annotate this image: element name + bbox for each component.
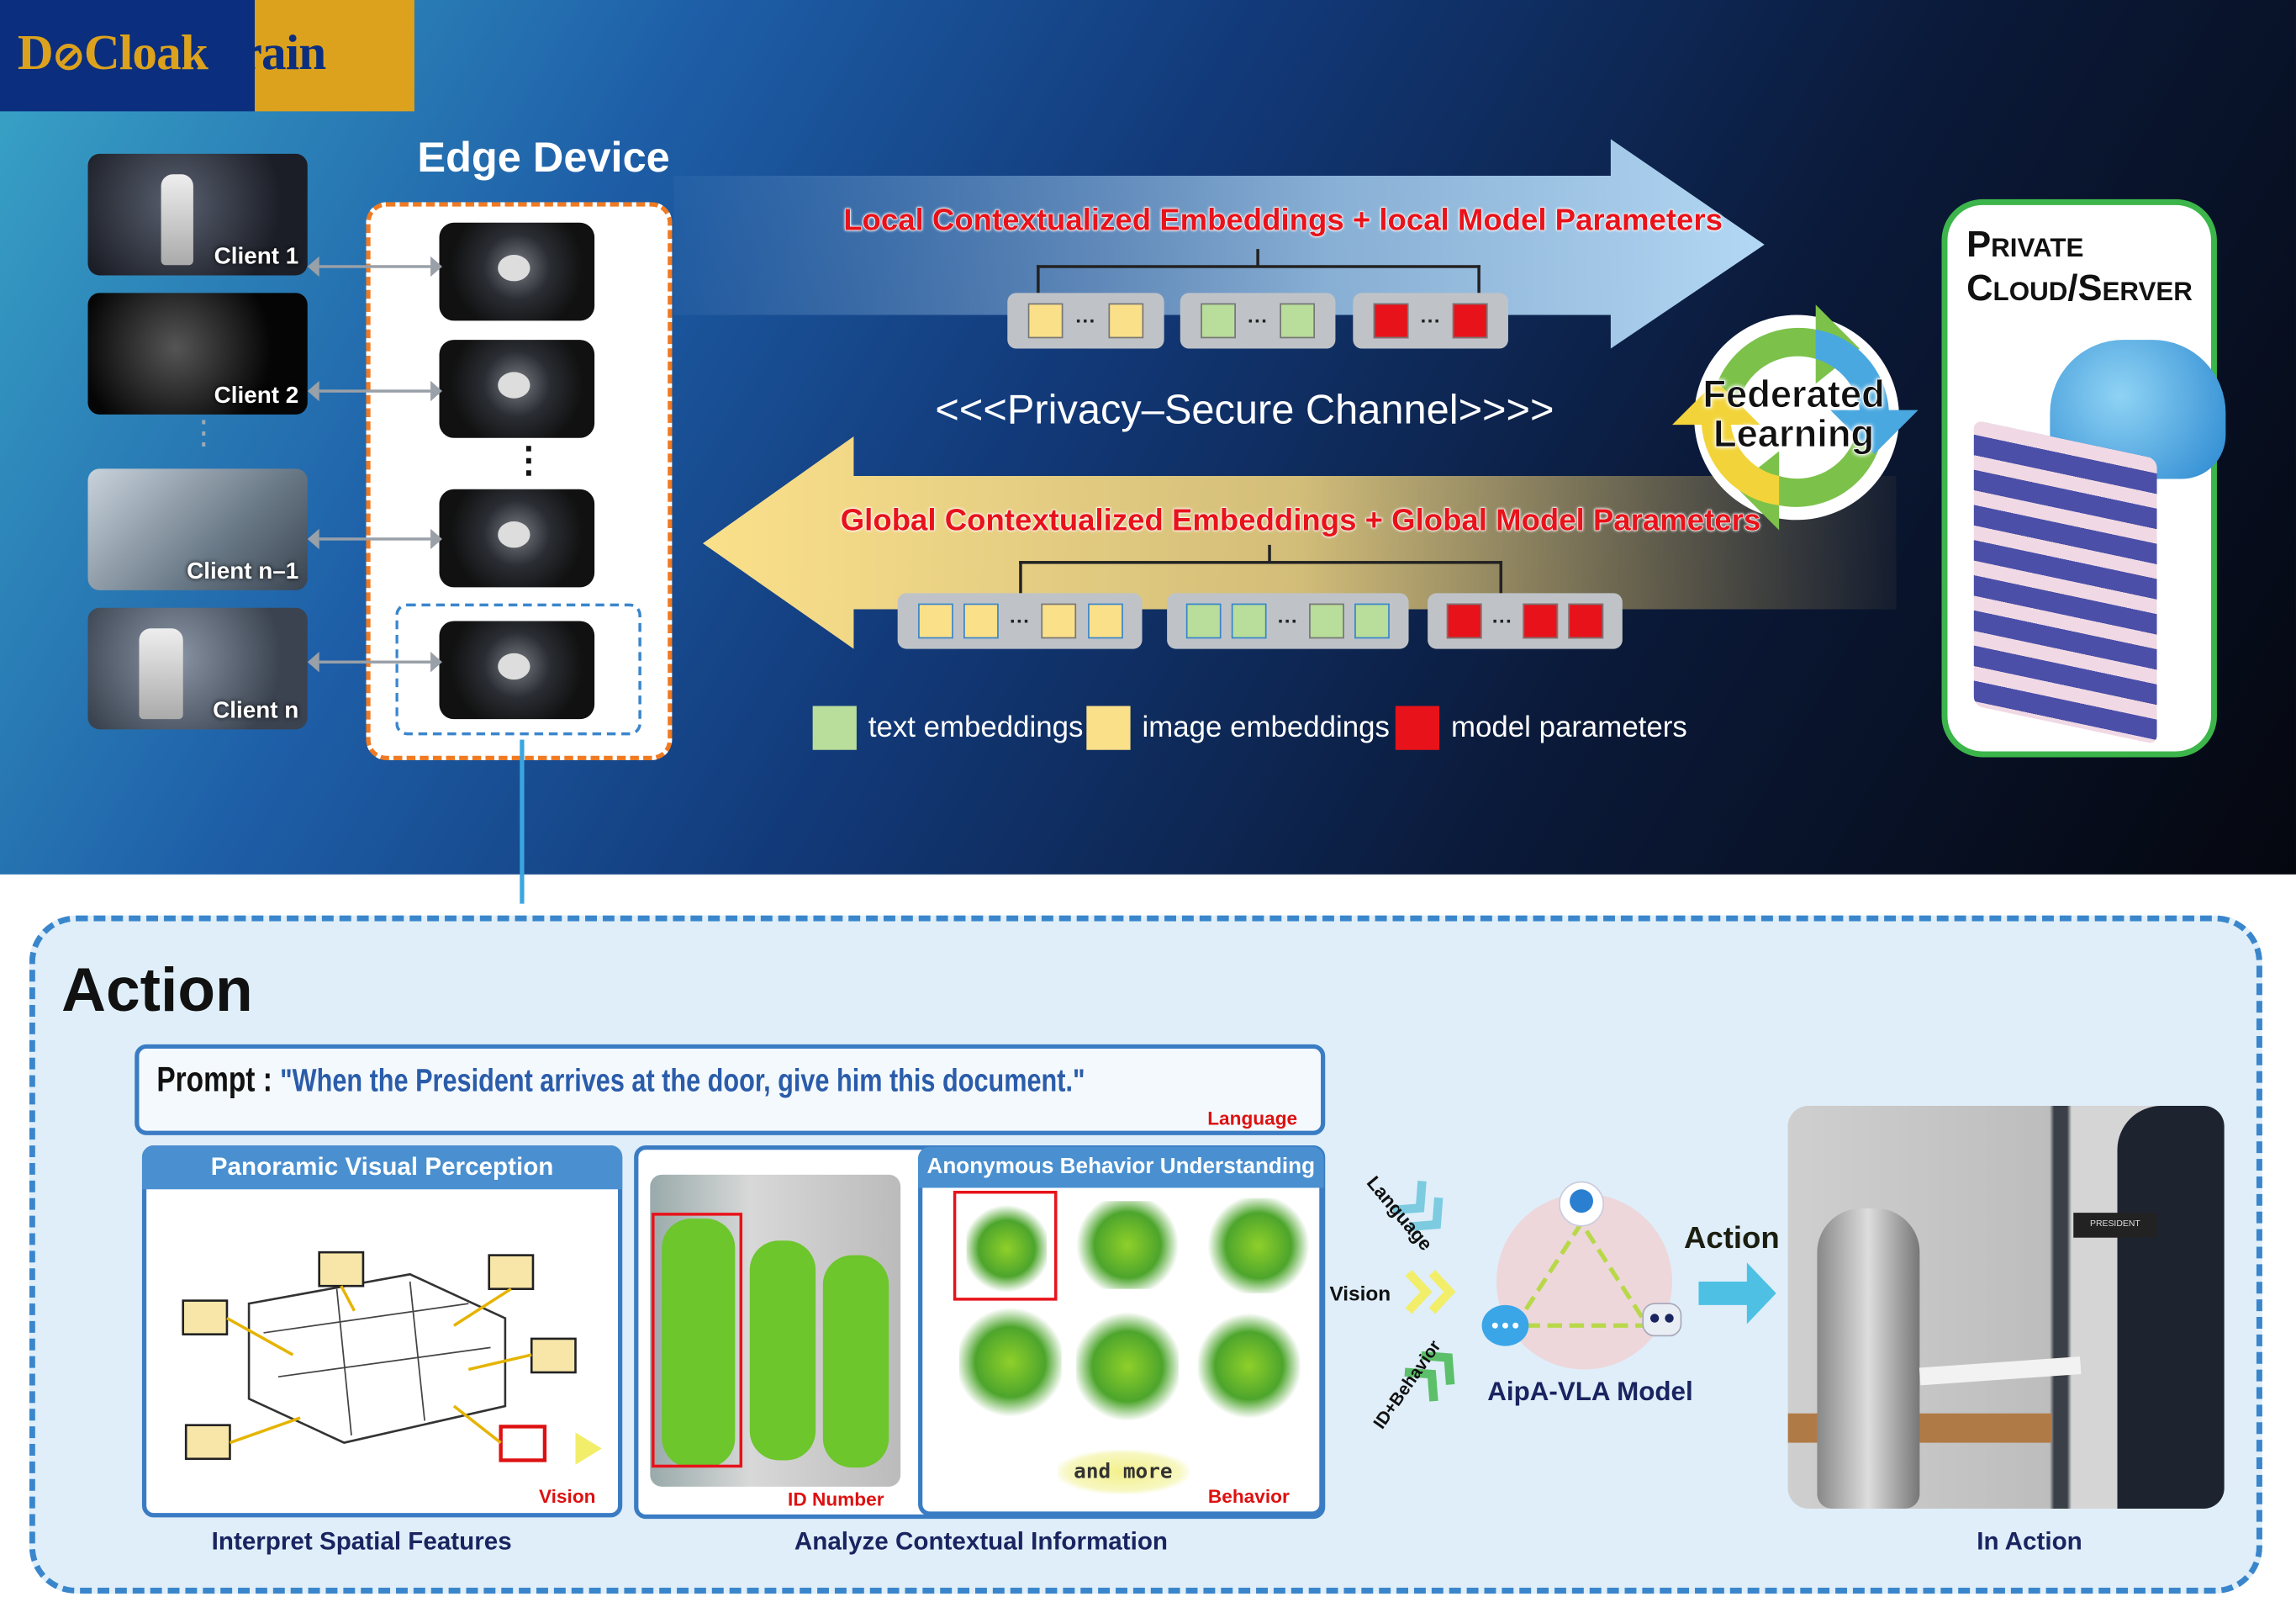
clients-ellipsis: ⋮ [187,414,220,452]
client-label: Client n–1 [187,559,299,584]
in-action-photo: PRESIDENT [1787,1105,2225,1509]
legend-text-embeddings: text embeddings [812,706,1083,750]
bracket [1268,544,1271,563]
local-image-embeddings: ··· [1007,293,1164,349]
person-silhouette [749,1240,816,1461]
panoramic-caption: Interpret Spatial Features [211,1527,512,1556]
bracket [1256,249,1259,267]
bracket [1037,265,1040,293]
vision-input-label: Vision [1329,1281,1391,1305]
legend-image-embeddings: image embeddings [1086,706,1390,750]
floorplan-illustration [182,1250,577,1462]
bidirectional-arrow [307,652,442,673]
document [1919,1356,2082,1386]
bracket [1019,561,1022,594]
person-silhouette [662,1219,736,1468]
logo-background-accent [255,0,414,112]
global-text-embeddings: ··· [1167,593,1409,649]
selected-edge-device [395,603,641,736]
bracket [1019,561,1502,564]
behavior-chevron-icon [1404,1351,1455,1402]
bracket [1499,561,1502,594]
vla-model-label: AipA-VLA Model [1487,1377,1693,1407]
id-tracking-image [650,1174,901,1487]
legend-model-parameters: model parameters [1395,706,1687,750]
person-silhouette [822,1255,889,1468]
download-label: Global Contextualized Embeddings + Globa… [840,504,1761,538]
president-sign: PRESIDENT [2073,1213,2157,1238]
language-chevron-icon [1392,1181,1444,1231]
local-text-embeddings: ··· [1180,293,1336,349]
client-label: Client n [213,698,299,724]
edge-chip-image [439,222,595,321]
client-1-image: Client 1 [87,153,308,276]
logo: D⊘CloakBrain [17,26,326,82]
behavior-figure-standing [966,1201,1048,1297]
global-image-embeddings: ··· [897,593,1143,649]
in-action-caption: In Action [1977,1527,2082,1556]
behavior-tag: Behavior [1207,1485,1290,1508]
panoramic-header: Panoramic Visual Perception [141,1145,623,1190]
edge-chip-image [439,340,595,438]
logo-text: Cloak [83,26,208,81]
client-label: Client 1 [214,244,299,270]
client-n-1-image: Client n–1 [87,468,308,590]
eye-slash-icon: ⊘ [52,34,85,78]
prompt-box: Prompt : "When the President arrives at … [135,1044,1326,1135]
client-n-image: Client n [87,607,308,730]
bracket [1477,265,1481,293]
client-label: Client 2 [214,383,299,409]
edge-device-title: Edge Device [417,135,670,182]
behavior-header: Anonymous Behavior Understanding [918,1146,1324,1188]
language-tag: Language [1207,1107,1298,1129]
server-rack-icon [1973,420,2157,745]
contextual-caption: Analyze Contextual Information [794,1527,1169,1556]
global-model-parameters: ··· [1428,593,1623,649]
behavior-figure-crawling [1069,1201,1186,1289]
logo-text: D [17,26,54,81]
vision-arrow-icon [575,1432,602,1465]
behavior-figure-sitting [958,1303,1062,1421]
federated-cycle-icon [1672,304,1919,531]
vla-model-diagram [1481,1181,1682,1370]
behavior-figure-fighting [1076,1308,1180,1425]
action-arrow-icon [1698,1262,1776,1324]
robot-figure [1817,1208,1920,1509]
person-figure [2117,1105,2225,1509]
chips-ellipsis: ⋮ [510,441,546,481]
prompt-text: "When the President arrives at the door,… [280,1061,1085,1099]
robot-figure [139,628,183,720]
prompt-label: Prompt : [156,1060,281,1101]
and-more-label: and more [1057,1450,1190,1494]
behavior-figure-running [1197,1310,1301,1421]
action-title: Action [61,954,253,1024]
bidirectional-arrow [307,256,442,278]
logo-background [0,0,256,112]
prompt-line: Prompt : "When the President arrives at … [156,1060,1085,1102]
id-bounding-box [652,1213,743,1468]
edge-chip-image [439,621,595,720]
behavior-bounding-box [953,1191,1058,1301]
client-2-image: Client 2 [87,293,308,415]
logo-text: Brain [207,26,326,81]
privacy-channel-label: <<<Privacy–Secure Channel>>>> [935,386,1554,432]
vision-tag: Vision [538,1485,596,1508]
local-model-parameters: ··· [1353,293,1508,349]
id-number-tag: ID Number [788,1488,884,1510]
robot-figure [161,174,193,266]
connector-line [520,739,525,904]
behavior-figure-waving [1203,1198,1314,1293]
edge-chip-image [439,489,595,588]
bidirectional-arrow [307,528,442,550]
bracket [1037,265,1481,268]
vision-chevron-icon [1405,1269,1456,1314]
upload-label: Local Contextualized Embeddings + local … [843,204,1723,238]
action-arrow-label: Action [1683,1221,1780,1256]
bidirectional-arrow [307,380,442,402]
